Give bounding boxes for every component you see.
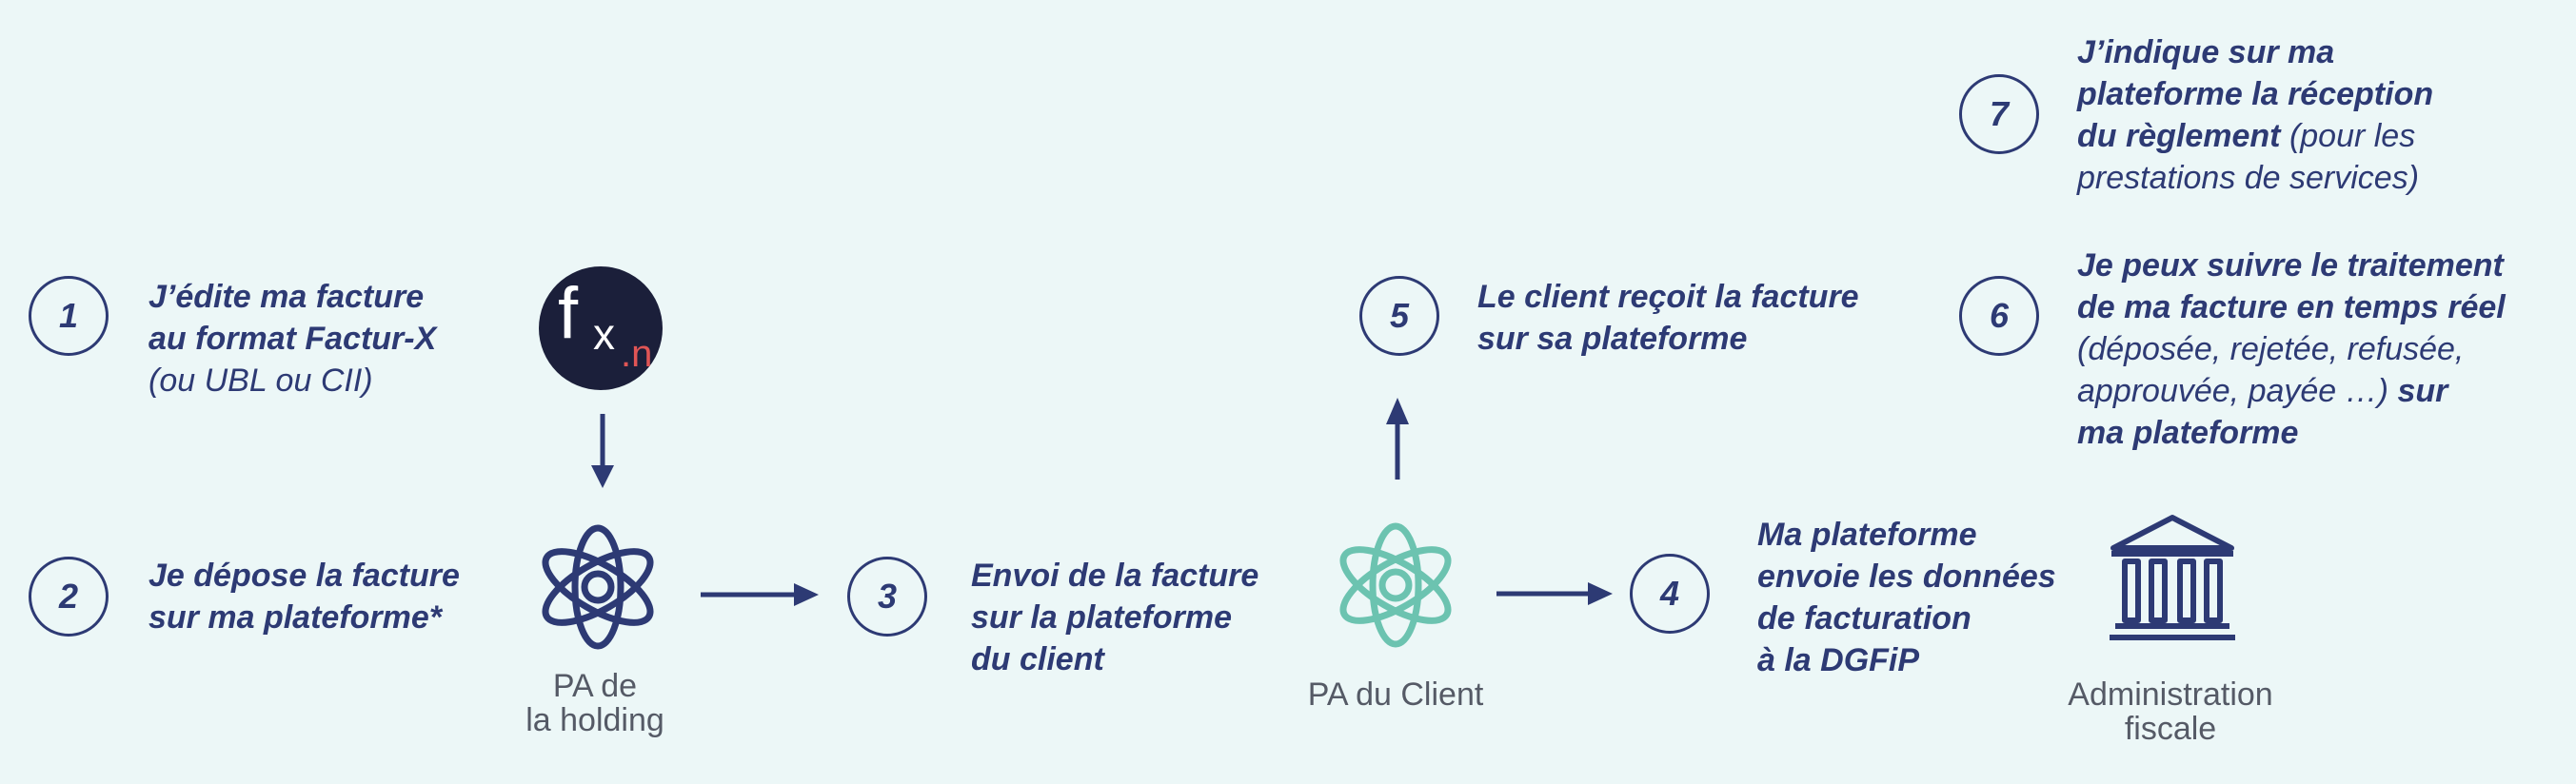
step-1-text-segment: au format Factur-X [149, 321, 437, 357]
step-6-line: de ma facture en temps réel [2077, 286, 2506, 328]
arrow-right-to-step-4 [1496, 582, 1613, 605]
step-4-text-segment: de facturation [1757, 600, 1972, 637]
arrow-right-to-step-3 [701, 583, 819, 606]
administration-caption: Administration fiscale [2037, 677, 2304, 746]
step-6-text-segment: sur [2397, 373, 2448, 409]
step-5-text: Le client reçoit la facture sur sa platef… [1477, 276, 1859, 360]
step-1-text: J’édite ma facture au format Factur-X (ou … [149, 276, 436, 402]
step-1-line: J’édite ma facture [149, 276, 436, 318]
step-7-text-segment: J’indique sur ma [2077, 34, 2335, 70]
step-3-text-segment: Envoi de la facture [971, 558, 1259, 594]
step-3-line: sur la plateforme [971, 597, 1258, 638]
step-4-text: Ma plateforme envoie les données de factur… [1757, 514, 2056, 681]
bank-building-icon [2110, 515, 2235, 640]
step-2-text-segment: Je dépose la facture [149, 558, 460, 594]
step-3-number: 3 [847, 557, 927, 637]
step-2-line: sur ma plateforme* [149, 597, 460, 638]
step-1-line: au format Factur-X [149, 318, 436, 360]
pa-holding-caption-line1: PA de [552, 668, 638, 704]
step-2-line: Je dépose la facture [149, 555, 460, 597]
step-6-line: (déposée, rejetée, refusée, [2077, 328, 2506, 370]
step-5-number: 5 [1359, 276, 1439, 356]
step-7-text-segment: plateforme la réception [2077, 76, 2434, 112]
step-2-text: Je dépose la facture sur ma plateforme* [149, 555, 460, 638]
arrow-down-to-pa-holding [591, 414, 614, 488]
step-6-line: approuvée, payée …) sur [2077, 370, 2506, 412]
step-7-text-segment: du règlement [2077, 118, 2289, 154]
step-3-text-segment: du client [971, 641, 1104, 677]
logo-letter-n: .n [621, 333, 653, 375]
step-6-line: ma plateforme [2077, 412, 2506, 454]
step-6-text-segment: Je peux suivre le traitement [2077, 247, 2504, 284]
step-4-line: envoie les données [1757, 556, 2056, 598]
step-4-text-segment: envoie les données [1757, 559, 2056, 595]
step-6-text-segment: (déposée, rejetée, refusée, [2077, 331, 2465, 367]
facturx-logo: f x .n [539, 266, 663, 390]
step-7-line: J’indique sur ma [2077, 31, 2433, 73]
step-4-line: Ma plateforme [1757, 514, 2056, 556]
step-3-line: Envoi de la facture [971, 555, 1258, 597]
step-4-text-segment: Ma plateforme [1757, 517, 1977, 553]
arrow-up-to-step-5 [1386, 398, 1409, 480]
step-7-line: prestations de services) [2077, 157, 2433, 199]
step-1-text-segment: (ou UBL ou CII) [149, 363, 373, 399]
step-1-line: (ou UBL ou CII) [149, 360, 436, 402]
step-6-text-segment: approuvée, payée …) [2077, 373, 2398, 409]
step-3-line: du client [971, 638, 1258, 680]
step-4-text-segment: à la DGFiP [1757, 642, 1920, 678]
pa-holding-atom-icon [542, 524, 654, 650]
step-7-text-segment: prestations de services) [2077, 160, 2420, 196]
step-6-text: Je peux suivre le traitement de ma factur… [2077, 245, 2506, 454]
step-3-text-segment: sur la plateforme [971, 599, 1232, 636]
step-2-text-segment: sur ma plateforme* [149, 599, 442, 636]
administration-caption-line2: fiscale [2124, 711, 2217, 747]
pa-client-caption: PA du Client [1307, 676, 1484, 713]
pa-holding-caption: PA de la holding [495, 669, 695, 737]
logo-letter-f: f [558, 273, 579, 354]
logo-letter-x: x [593, 309, 615, 359]
step-5-line: Le client reçoit la facture [1477, 276, 1859, 318]
step-1-text-segment: J’édite ma facture [149, 279, 425, 315]
pa-holding-caption-line2: la holding [525, 702, 664, 738]
step-6-number: 6 [1959, 276, 2039, 356]
step-4-line: à la DGFiP [1757, 639, 2056, 681]
step-5-text-segment: sur sa plateforme [1477, 321, 1748, 357]
step-7-number: 7 [1959, 74, 2039, 154]
step-7-line: du règlement (pour les [2077, 115, 2433, 157]
step-1-number: 1 [29, 276, 109, 356]
step-7-text-segment: (pour les [2289, 118, 2416, 154]
step-6-text-segment: de ma facture en temps réel [2077, 289, 2506, 325]
step-7-line: plateforme la réception [2077, 73, 2433, 115]
administration-caption-line1: Administration [2068, 676, 2273, 713]
step-6-text-segment: ma plateforme [2077, 415, 2299, 451]
step-4-number: 4 [1630, 554, 1710, 634]
step-4-line: de facturation [1757, 598, 2056, 639]
pa-client-atom-icon [1339, 522, 1452, 648]
step-5-text-segment: Le client reçoit la facture [1477, 279, 1859, 315]
step-2-number: 2 [29, 557, 109, 637]
step-3-text: Envoi de la facture sur la plateforme du c… [971, 555, 1258, 680]
step-6-line: Je peux suivre le traitement [2077, 245, 2506, 286]
step-5-line: sur sa plateforme [1477, 318, 1859, 360]
